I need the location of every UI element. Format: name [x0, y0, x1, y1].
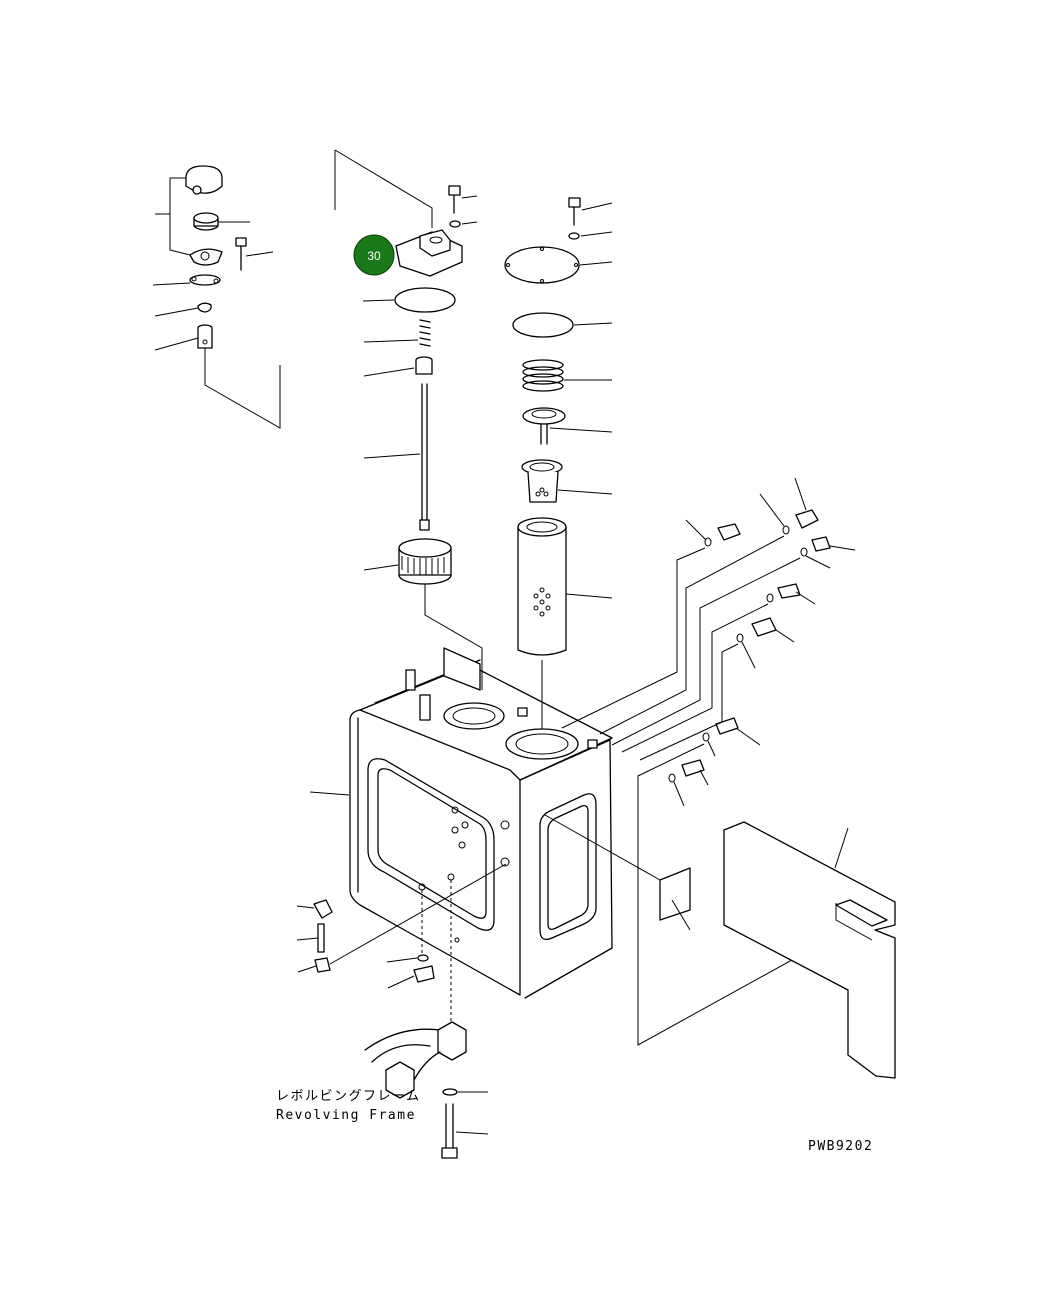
japanese-label: レボルビングフレーム [276, 1089, 421, 1104]
strainer [363, 538, 452, 585]
level-washer [386, 954, 429, 963]
spacer [363, 356, 433, 377]
suction-cover [395, 229, 463, 277]
revolving-frame-mount [364, 1021, 489, 1159]
fitting-2 [759, 477, 819, 535]
rod [363, 383, 430, 531]
cover-washer [449, 220, 478, 228]
breather-assembly [152, 165, 281, 429]
callout-badge[interactable] [353, 234, 395, 276]
filter-guide [521, 459, 613, 503]
filter-assembly [504, 197, 613, 730]
breather-bolt [235, 237, 247, 271]
level-plug [387, 965, 435, 989]
snap-ring [197, 302, 212, 313]
mount-bolt [441, 1103, 489, 1159]
fitting-5 [736, 617, 795, 669]
gasket-plate [544, 814, 691, 931]
filter-bolt [568, 197, 613, 226]
spring [363, 319, 431, 347]
filter-washer [568, 231, 613, 240]
callout-number: 30 [367, 249, 381, 263]
drain-plug [297, 863, 507, 973]
breather-gasket [189, 274, 221, 286]
elbow [296, 899, 333, 919]
mount-washer [442, 1088, 488, 1096]
english-label: Revolving Frame [276, 1108, 416, 1123]
hydraulic-tank [309, 647, 613, 1030]
cover-plate [723, 821, 896, 1079]
breather-tube [197, 324, 213, 349]
fitting-7 [668, 759, 709, 807]
breather-filter [193, 212, 219, 231]
o-ring-filter [512, 312, 613, 338]
fitting-1 [685, 519, 741, 547]
filter-spring [522, 359, 612, 392]
filter-element [517, 517, 613, 656]
drain-fittings [296, 863, 507, 989]
breather-base [189, 248, 223, 266]
drain-tube [296, 923, 325, 953]
breather-cap [185, 165, 223, 195]
o-ring-upper [362, 287, 456, 313]
hose-fittings [561, 477, 856, 1046]
callout-30[interactable]: 30 [353, 234, 395, 276]
fitting-6 [702, 717, 761, 757]
fitting-4 [766, 583, 816, 605]
cover-assembly [334, 149, 483, 690]
cover-bolt [448, 185, 478, 214]
bypass-valve [522, 407, 613, 445]
drawing-code: PWB9202 [808, 1139, 873, 1154]
fitting-3 [800, 536, 856, 569]
filter-cover [504, 246, 613, 284]
